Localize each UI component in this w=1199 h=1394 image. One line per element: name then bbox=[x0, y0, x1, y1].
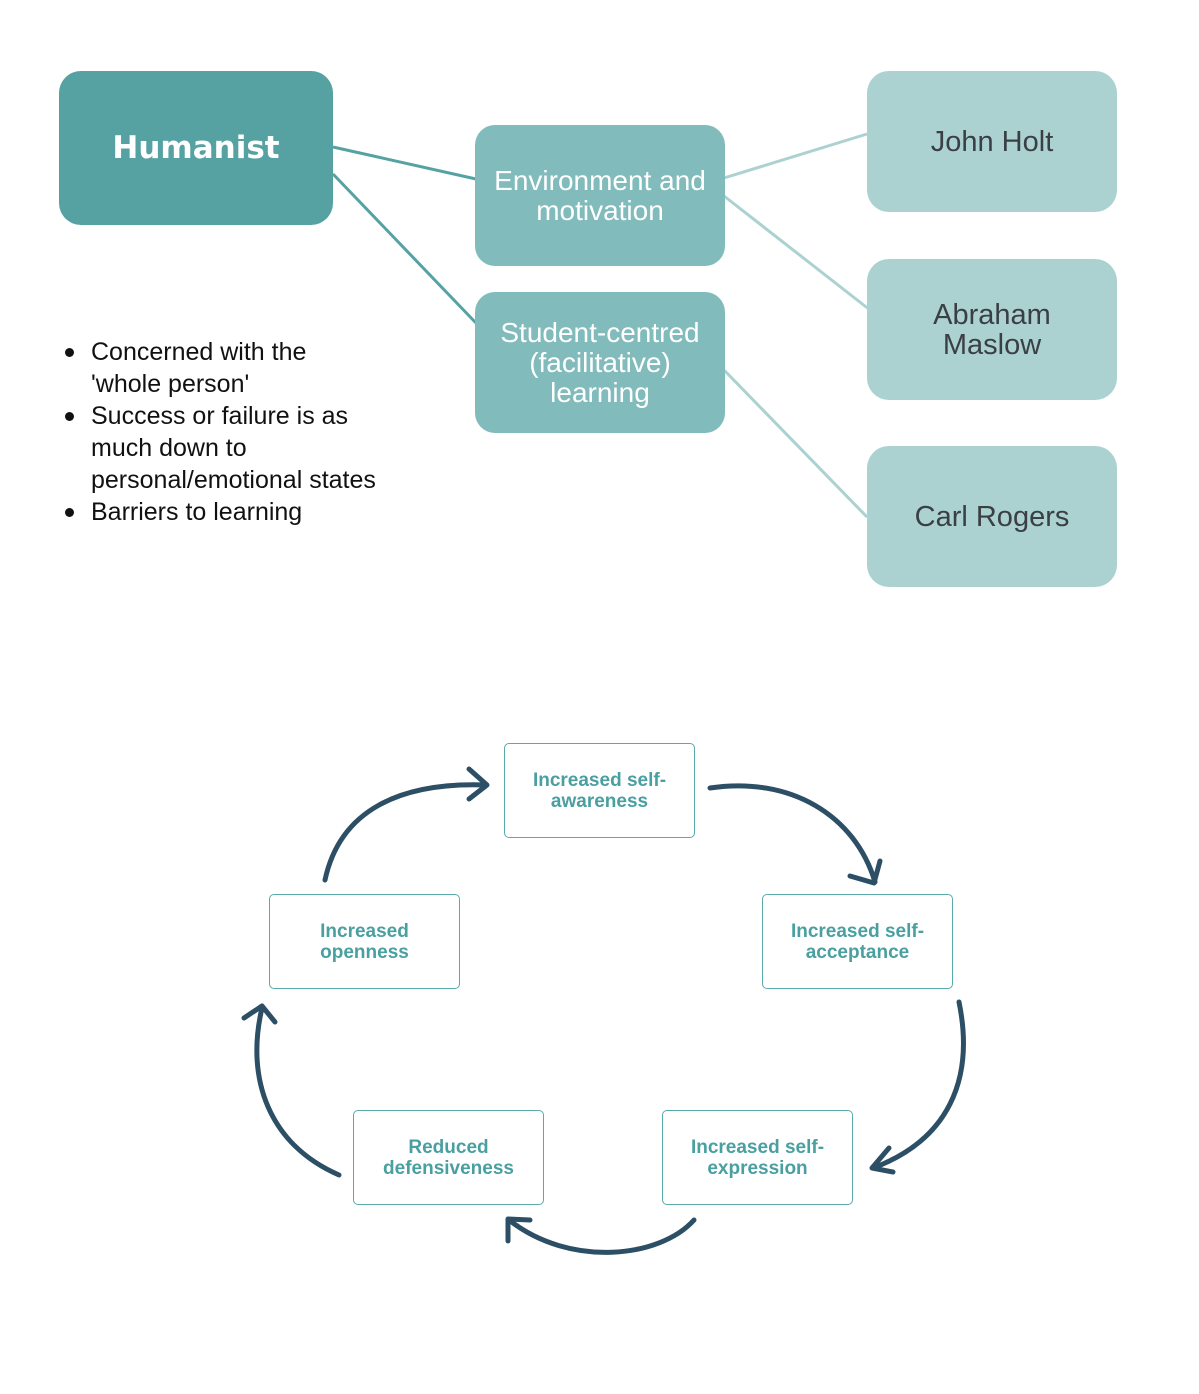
cycle-step-label: Increased self-expression bbox=[690, 1136, 825, 1179]
cycle-step-reduced-defensiveness: Reduced defensiveness bbox=[353, 1110, 544, 1205]
arrow-acceptance-to-expression bbox=[869, 999, 966, 1175]
bullet-text: Concerned with the 'whole person' bbox=[91, 338, 307, 398]
bullet-item: Barriers to learning bbox=[65, 496, 381, 528]
connector-root-student bbox=[331, 172, 478, 325]
arrow-expression-to-defensiveness bbox=[505, 1216, 697, 1255]
student-centred-node: Student-centred (facilitative) learning bbox=[475, 292, 725, 433]
bullet-dot-icon bbox=[65, 508, 74, 517]
cycle-step-label: Increased self-awareness bbox=[532, 769, 667, 812]
cycle-step-self-expression: Increased self-expression bbox=[662, 1110, 853, 1205]
bullet-item: Concerned with the 'whole person' bbox=[65, 336, 381, 400]
john-holt-label: John Holt bbox=[930, 125, 1054, 158]
carl-rogers-label: Carl Rogers bbox=[914, 500, 1070, 533]
arrow-defensiveness-to-openness bbox=[241, 1003, 342, 1178]
cycle-step-self-acceptance: Increased self-acceptance bbox=[762, 894, 953, 989]
bullet-dot-icon bbox=[65, 412, 74, 421]
student-centred-label: Student-centred (facilitative) learning bbox=[500, 316, 700, 408]
arrow-awareness-to-acceptance bbox=[707, 783, 883, 886]
cycle-step-label: Increased self-acceptance bbox=[790, 920, 925, 963]
environment-motivation-node: Environment and motivation bbox=[475, 125, 725, 266]
bullet-text: Success or failure is as much down to pe… bbox=[91, 402, 376, 494]
connector-environment-maslow bbox=[723, 194, 871, 312]
cycle-step-label: Reduced defensiveness bbox=[383, 1136, 514, 1179]
cycle-step-increased-openness: Increased openness bbox=[269, 894, 460, 989]
bullet-text: Barriers to learning bbox=[91, 498, 303, 526]
john-holt-node: John Holt bbox=[867, 71, 1117, 212]
environment-motivation-label: Environment and motivation bbox=[494, 164, 706, 226]
humanist-bullet-list: Concerned with the 'whole person' Succes… bbox=[65, 336, 381, 528]
bullet-dot-icon bbox=[65, 348, 74, 357]
connector-root-environment bbox=[332, 145, 477, 181]
humanist-root-node: Humanist bbox=[59, 71, 333, 225]
bullet-item: Success or failure is as much down to pe… bbox=[65, 400, 381, 496]
cycle-step-self-awareness: Increased self-awareness bbox=[504, 743, 695, 838]
carl-rogers-node: Carl Rogers bbox=[867, 446, 1117, 587]
connector-environment-holt bbox=[723, 132, 868, 180]
cycle-step-label: Increased openness bbox=[320, 920, 409, 963]
abraham-maslow-node: Abraham Maslow bbox=[867, 259, 1117, 400]
arrow-openness-to-awareness bbox=[322, 766, 490, 883]
abraham-maslow-label: Abraham Maslow bbox=[933, 298, 1051, 361]
connector-student-rogers bbox=[722, 368, 869, 519]
